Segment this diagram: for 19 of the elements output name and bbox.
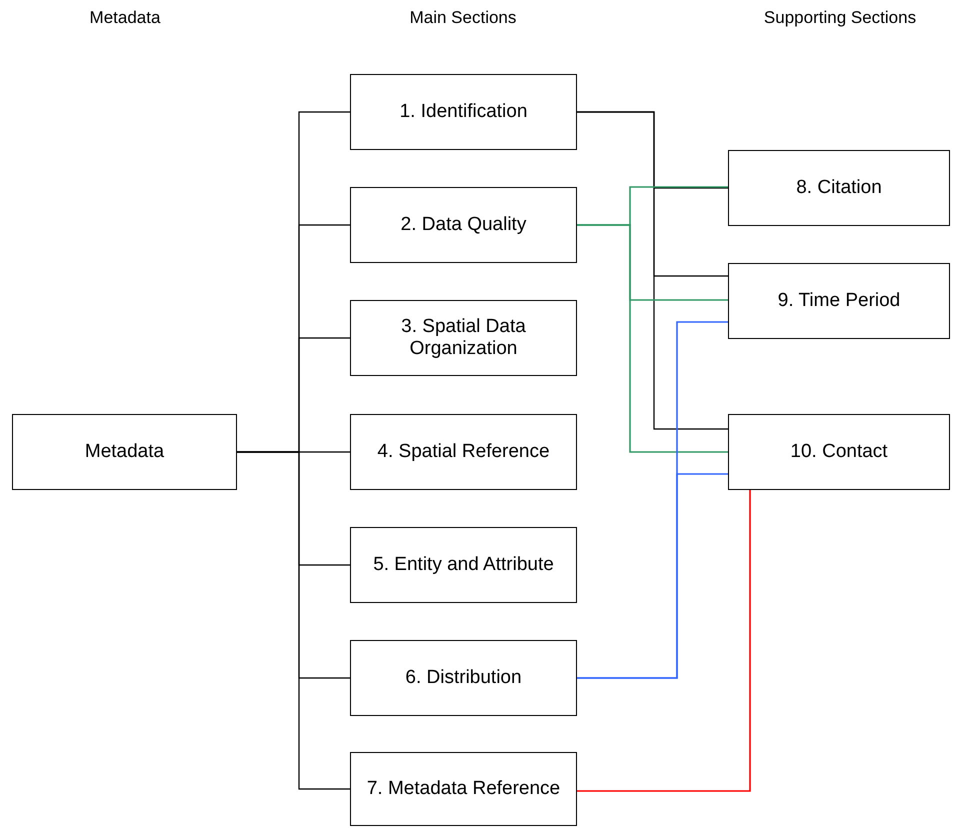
section-box: 4. Spatial Reference (350, 414, 577, 490)
connector-line (577, 490, 751, 792)
section-box: 5. Entity and Attribute (350, 527, 577, 603)
column-heading: Supporting Sections (764, 8, 916, 28)
column-heading: Main Sections (410, 8, 516, 28)
section-box: 6. Distribution (350, 640, 577, 716)
section-box: Metadata (12, 414, 237, 490)
section-box: 10. Contact (728, 414, 950, 490)
section-box: 1. Identification (350, 74, 577, 150)
connector-line (577, 111, 728, 430)
section-box: 8. Citation (728, 150, 950, 226)
connector-line (577, 224, 728, 453)
section-box: 7. Metadata Reference (350, 752, 577, 826)
connector-line (577, 473, 728, 679)
connector-line (237, 451, 350, 790)
section-box: 3. Spatial Data Organization (350, 300, 577, 376)
section-box: 9. Time Period (728, 263, 950, 339)
column-heading: Metadata (90, 8, 160, 28)
section-box: 2. Data Quality (350, 187, 577, 263)
